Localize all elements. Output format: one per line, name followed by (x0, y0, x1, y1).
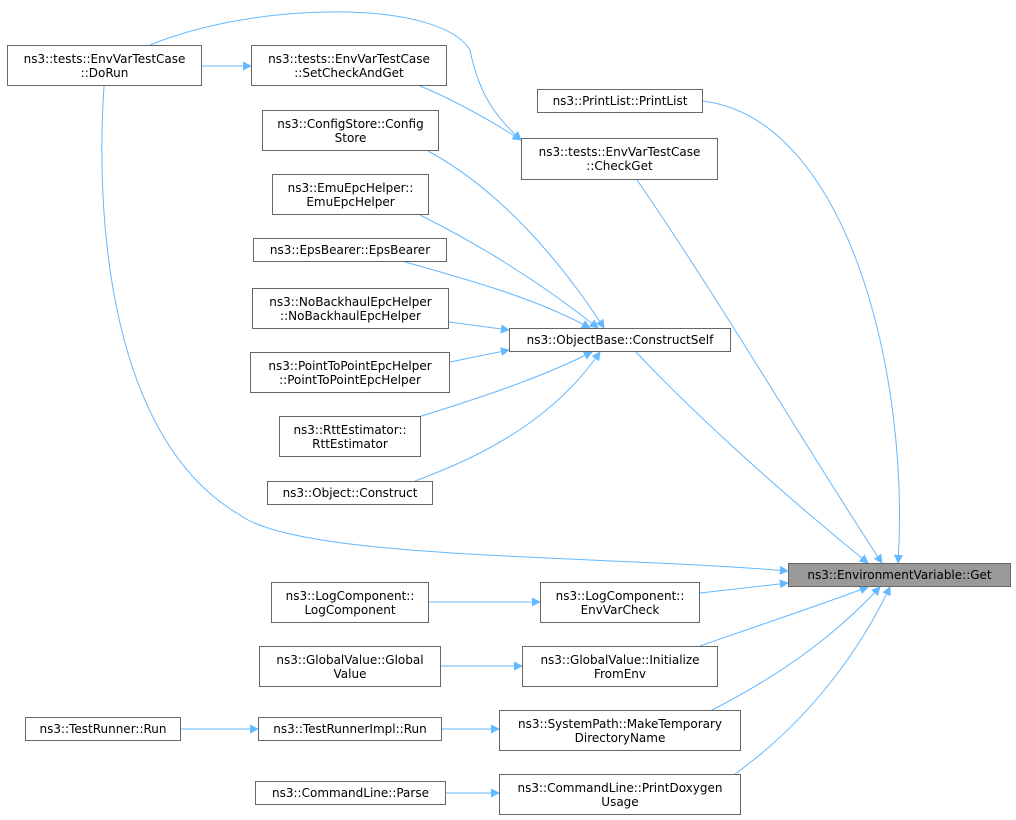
node-rttestimator-rttestimator[interactable]: ns3::RttEstimator:: RttEstimator (279, 416, 421, 457)
edge-printlist-to-envget (702, 100, 904, 564)
node-logcomponent-logcomponent[interactable]: ns3::LogComponent:: LogComponent (271, 582, 429, 623)
node-commandline-parse[interactable]: ns3::CommandLine::Parse (255, 781, 446, 805)
node-globalvalue-initializefromenv[interactable]: ns3::GlobalValue::Initialize FromEnv (522, 646, 718, 687)
edge-printdoxygen-to-envget (734, 586, 891, 775)
edge-rtt-to-constructself (414, 351, 593, 419)
node-emuepchelper-emuepchelper[interactable]: ns3::EmuEpcHelper:: EmuEpcHelper (272, 174, 429, 215)
node-environment-variable-get: ns3::EnvironmentVariable::Get (788, 563, 1011, 587)
node-commandline-printdoxygenusage[interactable]: ns3::CommandLine::PrintDoxygen Usage (499, 774, 741, 815)
node-object-construct[interactable]: ns3::Object::Construct (267, 481, 433, 505)
node-testrunner-run[interactable]: ns3::TestRunner::Run (25, 717, 181, 741)
edge-setcheck-to-checkget (419, 85, 522, 141)
node-envvartestcase-dorun[interactable]: ns3::tests::EnvVarTestCase ::DoRun (7, 45, 202, 86)
node-envvartestcase-setcheckandget[interactable]: ns3::tests::EnvVarTestCase ::SetCheckAnd… (251, 45, 447, 86)
node-nobackhaulepchelper[interactable]: ns3::NoBackhaulEpcHelper ::NoBackhaulEpc… (252, 288, 449, 329)
edge-p2pepc-to-constructself (449, 347, 510, 363)
edge-envvarcheck-to-envget (699, 579, 789, 594)
node-envvartestcase-checkget[interactable]: ns3::tests::EnvVarTestCase ::CheckGet (521, 138, 718, 180)
node-objectbase-constructself[interactable]: ns3::ObjectBase::ConstructSelf (509, 328, 731, 352)
edge-checkget-to-envget (636, 179, 883, 564)
node-globalvalue-globalvalue[interactable]: ns3::GlobalValue::Global Value (259, 646, 441, 687)
node-printlist-printlist[interactable]: ns3::PrintList::PrintList (537, 89, 703, 113)
edge-configstore-to-constructself (427, 150, 605, 329)
node-logcomponent-envvarcheck[interactable]: ns3::LogComponent:: EnvVarCheck (540, 582, 700, 623)
edge-constructself-to-envget (635, 351, 869, 564)
node-configstore-configstore[interactable]: ns3::ConfigStore::Config Store (262, 110, 439, 151)
edge-dorun-to-envget (101, 85, 789, 575)
edge-objconstruct-to-constructself (414, 351, 601, 482)
node-testrunnerimpl-run[interactable]: ns3::TestRunnerImpl::Run (258, 717, 442, 741)
edge-maketempdir-to-envget (711, 586, 881, 711)
node-epsbearer-epsbearer[interactable]: ns3::EpsBearer::EpsBearer (253, 238, 447, 262)
edge-emuepc-to-constructself (419, 214, 599, 329)
node-pointtopointepchelper[interactable]: ns3::PointToPointEpcHelper ::PointToPoin… (250, 352, 450, 393)
edge-epsbearer-to-constructself (404, 261, 591, 329)
edge-nobackhaul-to-constructself (448, 321, 510, 334)
edge-dorun-to-checkget (149, 11, 522, 141)
node-systempath-maketemporarydirectoryname[interactable]: ns3::SystemPath::MakeTemporary Directory… (499, 710, 741, 751)
edge-initfromenv-to-envget (699, 585, 869, 647)
